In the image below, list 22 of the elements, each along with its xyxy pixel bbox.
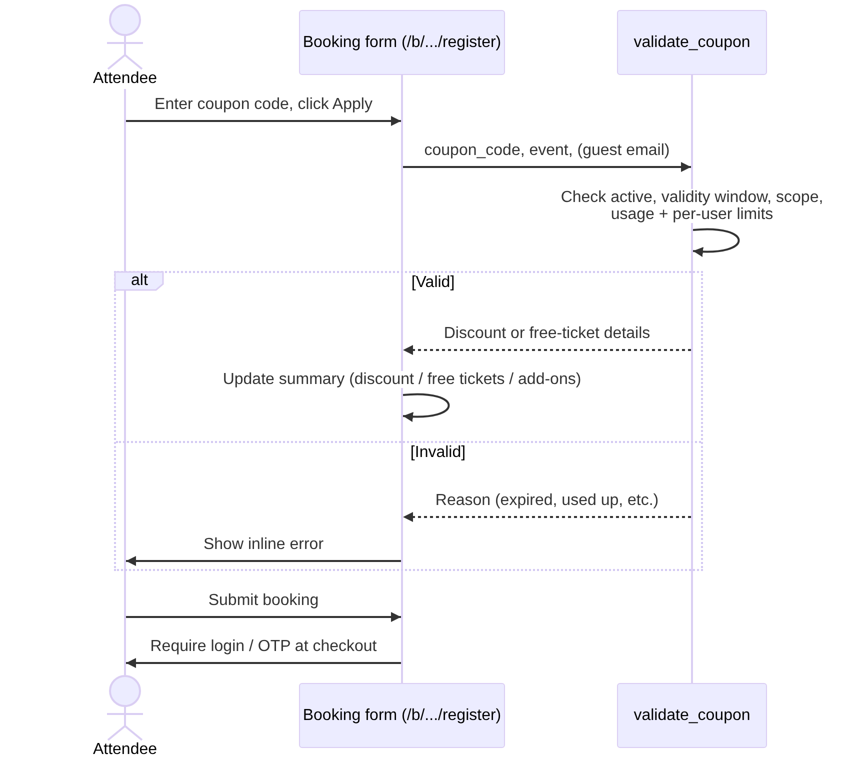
- message-arrow: [126, 116, 401, 126]
- message-label: Submit booking: [206, 592, 321, 609]
- self-message-arrow: [692, 228, 740, 257]
- message-label: coupon_code, event, (guest email): [422, 142, 672, 159]
- actor-label: Attendee: [92, 741, 158, 758]
- participant-box: Booking form (/b/.../register): [299, 10, 505, 75]
- participant-box: validate_coupon: [617, 10, 767, 75]
- reply-arrow: [403, 345, 691, 355]
- message-label: Enter coupon code, click Apply: [152, 96, 374, 113]
- reply-arrow: [403, 512, 691, 522]
- lifeline: [124, 89, 126, 675]
- lifeline: [401, 75, 403, 683]
- self-message-arrow: [402, 393, 450, 422]
- message-arrow: [126, 612, 401, 622]
- message-arrow: [126, 658, 401, 668]
- message-arrow: [403, 162, 691, 172]
- participant-box: validate_coupon: [617, 683, 767, 748]
- message-arrow: [126, 556, 401, 566]
- participant-box: Booking form (/b/.../register): [299, 683, 505, 748]
- actor-label: Attendee: [92, 70, 158, 87]
- lifeline: [691, 75, 693, 683]
- fragment-tag: alt: [114, 271, 164, 291]
